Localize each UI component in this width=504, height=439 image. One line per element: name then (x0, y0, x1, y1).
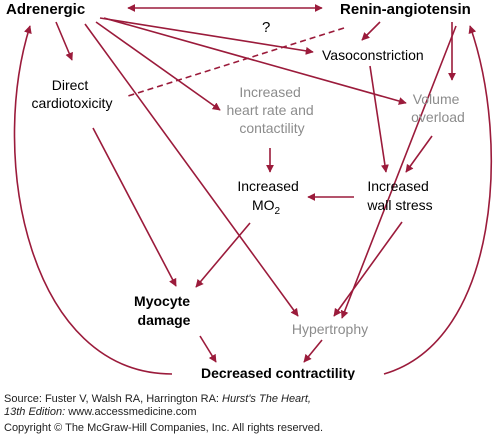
arrow-myocyte-contractility (199, 335, 217, 363)
node-increased-wall-stress: Increased wall stress (366, 178, 432, 213)
node-vasoconstriction: Vasoconstriction (322, 47, 424, 63)
node-decreased-contractility: Decreased contractility (201, 365, 355, 380)
nodes: Adrenergic Renin-angiotensin ? Vasoconst… (6, 1, 471, 380)
pathophysiology-diagram: Adrenergic Renin-angiotensin ? Vasoconst… (6, 1, 492, 380)
caption-source-prefix: Source: Fuster V, Walsh RA, Harrington R… (4, 393, 223, 405)
arrow-cardiotoxicity-myocyte (92, 127, 177, 287)
arrow-hypertrophy-contractility (303, 339, 323, 363)
node-hypertrophy: Hypertrophy (292, 321, 368, 337)
arrow-mo2-myocyte (195, 222, 251, 288)
arrows (13, 4, 492, 375)
arrow-adrenergic-cardiotoxicity (55, 21, 73, 61)
arrow-wallstress-hypertrophy (333, 221, 403, 317)
arrow-adrenergic-volume (103, 17, 407, 105)
caption-url: www.accessmedicine.com (65, 406, 197, 418)
node-heart-rate-contactility: Increased heart rate and contactility (226, 84, 317, 136)
arrow-feedback-adrenergic (13, 25, 173, 375)
node-direct-cardiotoxicity: Direct cardiotoxicity (32, 77, 113, 111)
node-volume-overload: Volume overload (411, 91, 465, 125)
question-mark: ? (262, 19, 270, 36)
arrow-adrenergic-hypertrophy (84, 23, 299, 317)
arrow-renin-vasoconstriction (361, 21, 381, 41)
node-increased-mo2: Increased MO2 (237, 178, 302, 217)
caption-edition: 13th Edition: (4, 406, 66, 418)
arrow-adrenergic-vasoconstriction (99, 17, 314, 55)
arrow-renin-hypertrophy (340, 25, 457, 319)
node-renin-angiotensin: Renin-angiotensin (340, 1, 471, 18)
node-adrenergic: Adrenergic (6, 1, 85, 18)
node-myocyte-damage: Myocyte damage (134, 293, 194, 328)
caption-source-title: Hurst's The Heart, (222, 393, 311, 405)
arrow-vasoconstriction-wallstress (369, 65, 389, 173)
arrow-adrenergic-heartrate (95, 21, 221, 111)
arrow-renin-cardiotoxicity-dashed (127, 27, 345, 97)
caption-edition-line: 13th Edition: www.accessmedicine.com (4, 405, 197, 419)
arrow-feedback-renin (383, 25, 492, 375)
caption-copyright: Copyright © The McGraw-Hill Companies, I… (4, 422, 324, 434)
arrow-volume-wallstress (405, 135, 433, 173)
caption-source-line: Source: Fuster V, Walsh RA, Harrington R… (4, 392, 311, 406)
